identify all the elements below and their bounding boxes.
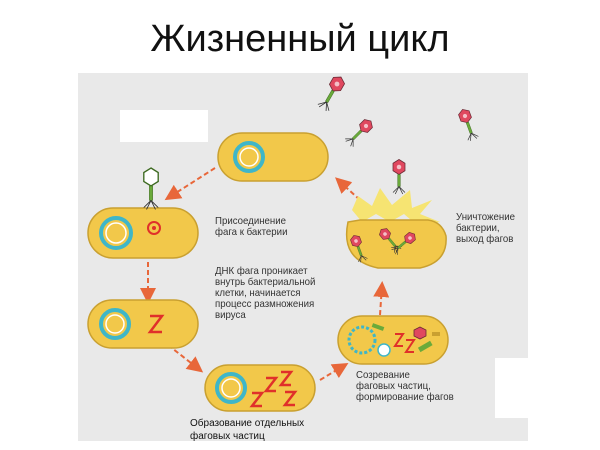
- phage-emerging: [392, 159, 406, 195]
- label-maturation: Созревание фаговых частиц, формирование …: [356, 369, 454, 403]
- bacterium-maturation: [337, 315, 449, 365]
- white-patch-right: [495, 358, 528, 418]
- label-dna-entry: ДНК фага проникает внутрь бактериальной …: [215, 265, 316, 321]
- bacterium-replication: [204, 364, 316, 412]
- free-phage-2: [343, 116, 376, 149]
- label-attachment: Присоединение фага к бактерии: [215, 215, 288, 238]
- cycle-arrows: [140, 167, 390, 381]
- lysis-burst: [352, 188, 440, 226]
- bacterium-initial: [217, 132, 329, 182]
- caption-formation: Образование отдельных фаговых частиц: [190, 418, 305, 442]
- bacterium-dna-entry: [87, 299, 199, 349]
- free-phage-1: [316, 73, 347, 113]
- white-patch-top: [120, 110, 208, 142]
- bacterium-attachment: [87, 207, 199, 259]
- label-lysis: Уничтожение бактерии, выход фагов: [456, 211, 515, 245]
- bacterium-lysis: [345, 219, 447, 269]
- slide-title: Жизненный цикл: [150, 18, 450, 60]
- free-phage-3: [456, 107, 480, 142]
- phage-attaching: [143, 167, 159, 210]
